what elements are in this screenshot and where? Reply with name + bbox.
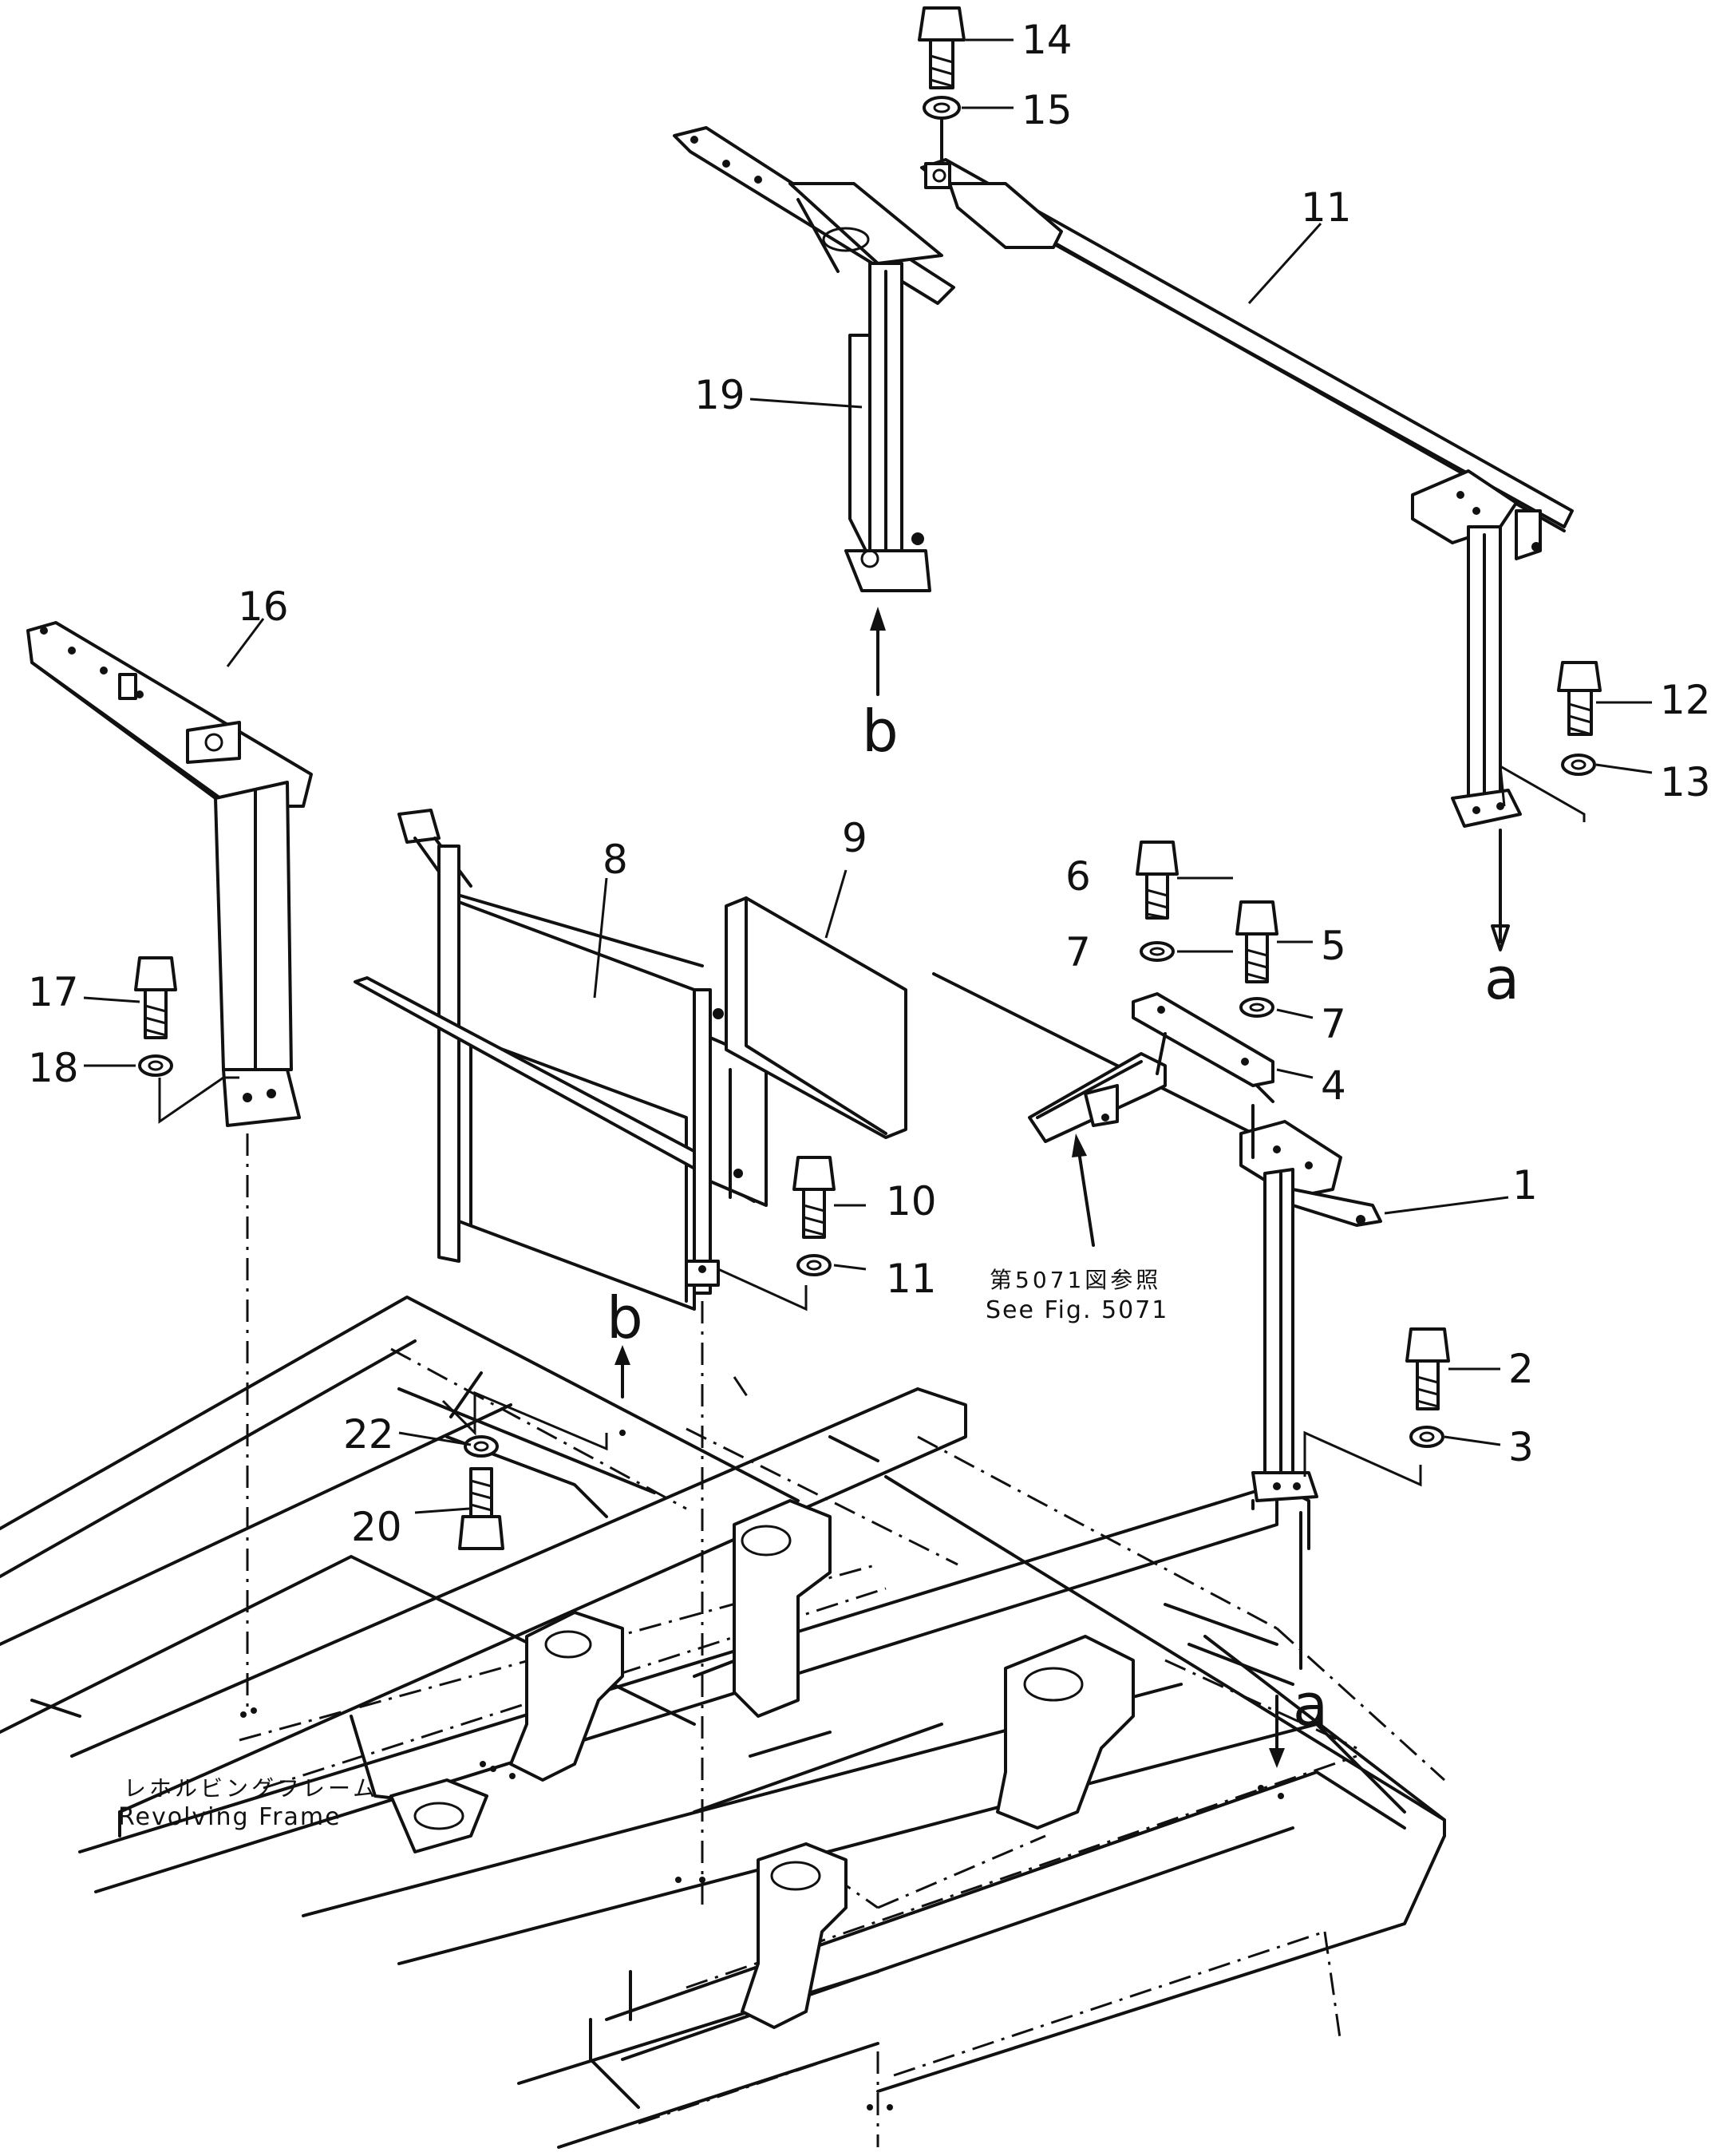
callout-2: 2 — [1508, 1346, 1534, 1392]
callout-6: 6 — [1065, 853, 1091, 900]
part-4-bracket — [1132, 992, 1274, 1103]
callout-9: 9 — [842, 815, 867, 861]
leader-lines — [83, 38, 1653, 1514]
connector-a-lower: a — [1293, 1671, 1329, 1739]
callout-7-upper: 7 — [1065, 929, 1091, 975]
part-17-post — [26, 621, 313, 1127]
callout-22: 22 — [343, 1411, 394, 1458]
callout-20: 19 — [694, 372, 745, 418]
callout-5: 5 — [1321, 923, 1346, 969]
connector-a-upper: a — [1484, 945, 1520, 1012]
frame-hole-marks — [240, 1430, 1284, 2111]
revolving-frame-label-en: Revolving Frame — [118, 1803, 342, 1831]
callout-21: 20 — [351, 1504, 402, 1550]
see-figure-note-en: See Fig. 5071 — [986, 1296, 1169, 1324]
revolving-frame — [0, 1296, 1446, 2149]
bolts-washers — [134, 6, 1602, 1550]
callout-1: 1 — [1512, 1162, 1538, 1209]
part-12-beam — [920, 158, 1586, 951]
callout-8: 8 — [603, 837, 628, 883]
callout-4: 4 — [1321, 1062, 1346, 1109]
frame-bracket-blocks — [389, 1499, 1135, 2029]
callout-17: 16 — [238, 584, 289, 630]
callout-10: 10 — [886, 1178, 937, 1224]
callout-18: 17 — [28, 969, 79, 1015]
see-figure-note-jp: 第5071図参照 — [990, 1267, 1162, 1293]
callout-7-lower: 7 — [1321, 1001, 1346, 1047]
callout-15: 14 — [1021, 17, 1073, 63]
callout-16: 15 — [1021, 87, 1073, 133]
callout-12: 11 — [1301, 184, 1352, 231]
part-8-frame — [354, 809, 808, 1311]
part-1-support — [1239, 1120, 1422, 1502]
callout-13: 12 — [1660, 677, 1711, 723]
callout-11: 11 — [886, 1256, 937, 1302]
connector-b-lower: b — [607, 1284, 643, 1351]
fig-5071-reference-part — [1028, 1032, 1167, 1143]
part-20-post — [673, 126, 955, 592]
callout-19: 18 — [28, 1045, 79, 1091]
part-9-panel — [725, 896, 907, 1139]
revolving-frame-label-jp: レホルビングフレーム — [124, 1775, 379, 1802]
callout-14: 13 — [1660, 759, 1711, 805]
callout-3: 3 — [1508, 1424, 1534, 1470]
connector-b-upper: b — [862, 698, 899, 765]
